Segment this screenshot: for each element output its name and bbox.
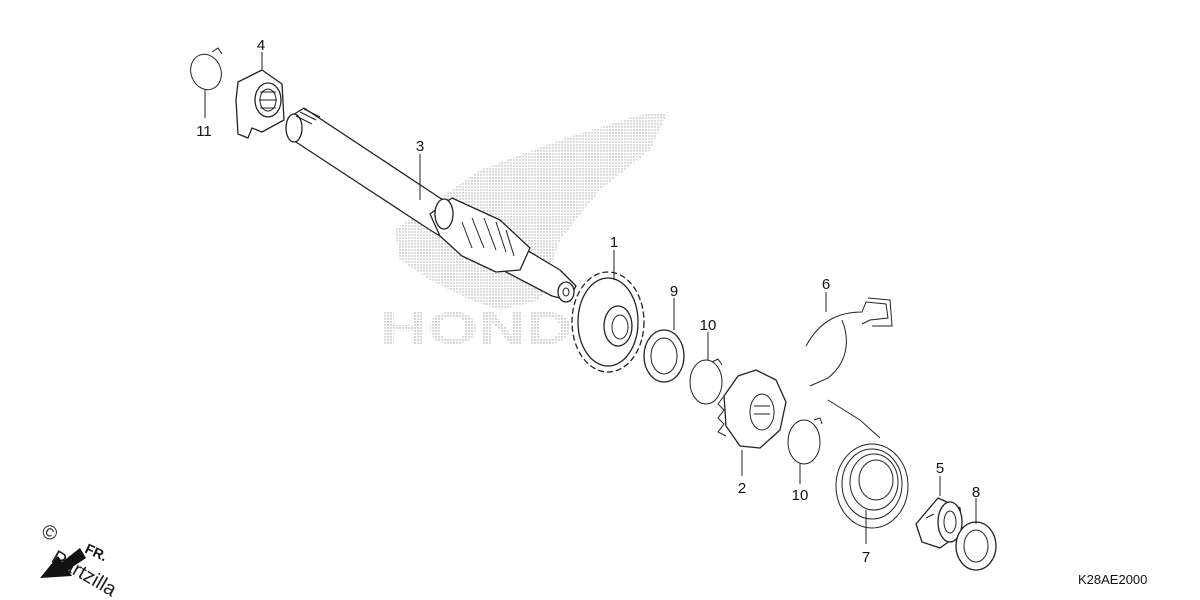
copyright-symbol: © (38, 520, 62, 547)
gear-part-1 (571, 271, 645, 373)
ratchet-part-2 (717, 369, 787, 449)
bushing-part-5 (915, 497, 963, 549)
front-label: FR. (83, 540, 110, 564)
callout-1: 1 (610, 234, 618, 251)
callout-4: 4 (257, 37, 265, 54)
leader-lines (204, 52, 977, 544)
diagram-code: K28AE2000 (1078, 572, 1147, 587)
front-arrow-icon (40, 548, 86, 578)
callout-8: 8 (972, 484, 980, 501)
circlip-part-10-a (689, 358, 723, 405)
callout-7: 7 (862, 549, 870, 566)
washer-part-9 (643, 329, 685, 383)
spring-guide-part-6 (805, 297, 893, 387)
callout-6: 6 (822, 276, 830, 293)
callout-labels: 11 4 3 1 9 10 6 2 10 7 5 8 (196, 37, 980, 566)
callout-10-a: 10 (700, 317, 717, 334)
spindle-part-3 (285, 107, 577, 303)
callout-11: 11 (196, 123, 212, 140)
circlip-part-10-b (787, 417, 823, 465)
spindle-helical-gear (429, 197, 531, 273)
callout-10-b: 10 (792, 487, 809, 504)
callout-9: 9 (670, 283, 678, 300)
callout-2: 2 (738, 480, 746, 497)
spring-part-7 (827, 399, 909, 529)
callout-3: 3 (416, 138, 424, 155)
circlip-part-11 (190, 47, 223, 91)
collar-part-4 (235, 69, 285, 139)
washer-part-8 (955, 521, 997, 571)
callout-5: 5 (936, 460, 944, 477)
